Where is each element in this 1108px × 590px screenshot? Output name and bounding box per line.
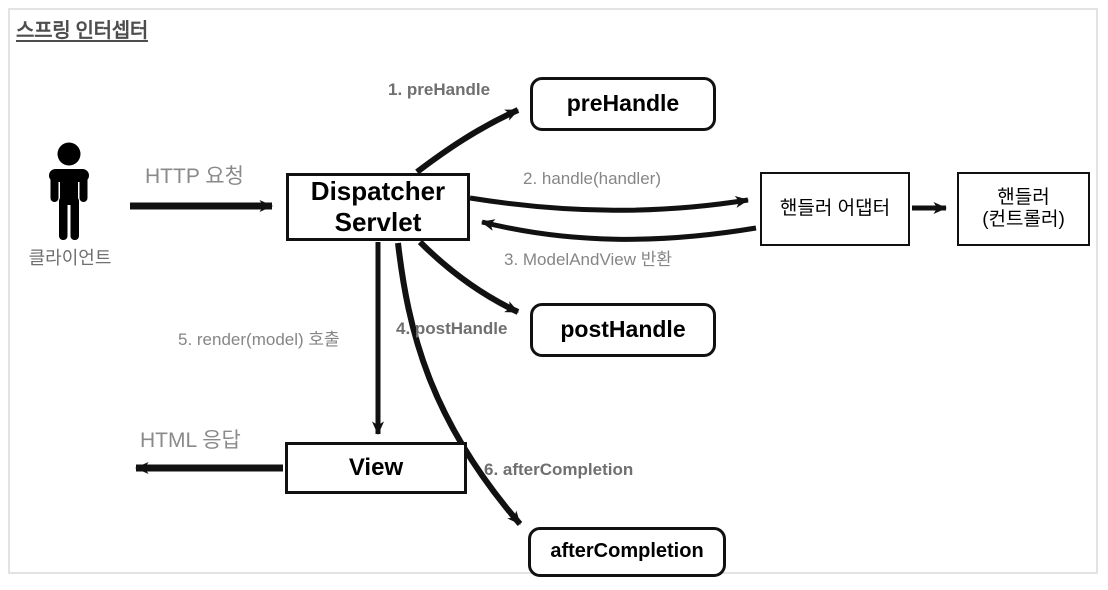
arrow-step-1-prehandle <box>415 107 520 175</box>
arrow-step-6-aftercompletion <box>395 242 523 526</box>
label-step-5: 5. render(model) 호출 <box>178 330 340 349</box>
handler-adapter-label: 핸들러 어댑터 <box>779 197 891 219</box>
arrow-step-2-handle <box>469 195 749 213</box>
post-handle-label: postHandle <box>560 316 686 343</box>
view-label: View <box>348 453 404 481</box>
arrow-step-4-posthandle <box>417 239 520 315</box>
person-icon <box>49 142 89 240</box>
node-post-handle[interactable]: postHandle <box>530 303 716 357</box>
label-step-1: 1. preHandle <box>388 80 491 99</box>
node-dispatcher-servlet[interactable]: Dispatcher Servlet <box>286 173 470 241</box>
pre-handle-label: preHandle <box>566 90 680 117</box>
handler-controller-label-line1: 핸들러 <box>997 186 1050 208</box>
node-pre-handle[interactable]: preHandle <box>530 77 716 131</box>
dispatcher-servlet-label-line1: Dispatcher <box>310 176 446 207</box>
dispatcher-servlet-label-line2: Servlet <box>334 207 422 237</box>
label-step-6: 6. afterCompletion <box>484 460 634 479</box>
label-http-request: HTTP 요청 <box>145 165 244 188</box>
after-completion-label: afterCompletion <box>550 540 704 563</box>
page-title: 스프링 인터셉터 <box>16 20 148 42</box>
label-step-3: 3. ModelAndView 반환 <box>504 250 672 269</box>
arrow-step-3-modelandview <box>481 219 757 242</box>
node-view[interactable]: View <box>285 442 467 494</box>
node-handler-controller[interactable]: 핸들러 (컨트롤러) <box>957 172 1090 246</box>
label-html-response: HTML 응답 <box>140 429 241 452</box>
client-caption: 클라이언트 <box>28 248 112 268</box>
label-step-2: 2. handle(handler) <box>523 169 661 188</box>
label-step-4: 4. postHandle <box>396 319 508 338</box>
node-handler-adapter[interactable]: 핸들러 어댑터 <box>760 172 910 246</box>
handler-controller-label-line2: (컨트롤러) <box>982 209 1065 230</box>
node-after-completion[interactable]: afterCompletion <box>528 527 726 577</box>
